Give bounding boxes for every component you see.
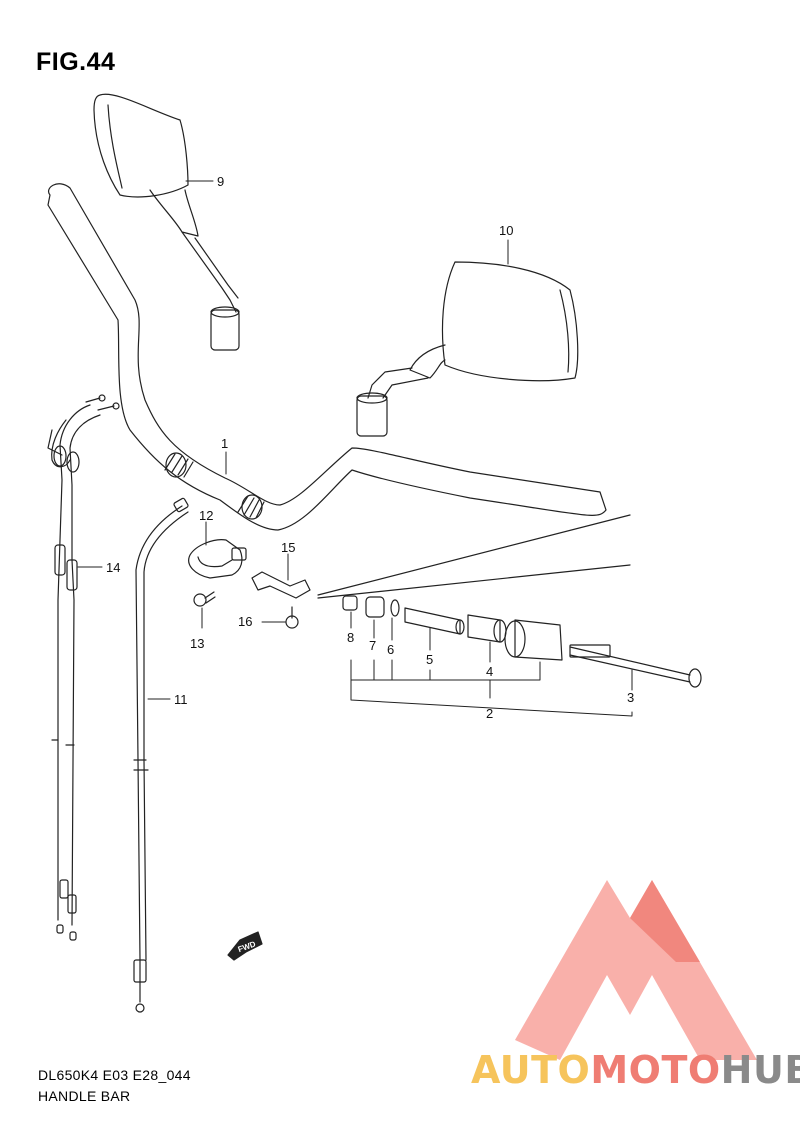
callout-3: 3 [627,690,634,705]
leader-lines [77,180,633,717]
cable-clamp [188,539,247,579]
callout-8: 8 [347,630,354,645]
callout-7: 7 [369,638,376,653]
model-code: DL650K4 E03 E28_044 [38,1067,191,1083]
grip-band-left [165,452,187,478]
callout-2: 2 [486,706,493,721]
handlebar [47,183,607,531]
callout-15: 15 [281,540,295,555]
bolt-13 [193,591,216,607]
screw-16 [285,606,299,629]
section-name: HANDLE BAR [38,1088,131,1104]
callout-13: 13 [190,636,204,651]
callout-10: 10 [499,223,513,238]
callout-6: 6 [387,642,394,657]
callout-12: 12 [199,508,213,523]
throttle-cables [47,394,120,941]
mirror-left [93,93,240,351]
watermark-logo [515,880,757,1060]
callout-14: 14 [106,560,120,575]
callout-9: 9 [217,174,224,189]
fwd-arrow [227,931,263,961]
callout-labels: 1 2 3 4 5 6 7 8 9 10 11 12 13 14 15 16 F… [106,174,634,954]
watermark-part-auto: AUTO [471,1048,591,1092]
figure-title: FIG.44 [36,48,116,76]
callout-1: 1 [221,436,228,451]
holder-15 [251,571,311,599]
callout-4: 4 [486,664,493,679]
grip-band-right [241,494,263,520]
watermark-part-moto: MOTO [590,1048,721,1092]
watermark-text: AUTOMOTOHUB [471,1048,800,1092]
callout-16: 16 [238,614,252,629]
balancer-assembly [317,514,702,688]
clutch-cable [133,497,189,1013]
callout-11: 11 [174,692,188,707]
mirror-right [356,261,579,437]
callout-5: 5 [426,652,433,667]
watermark-part-hub: HUB [720,1048,800,1092]
